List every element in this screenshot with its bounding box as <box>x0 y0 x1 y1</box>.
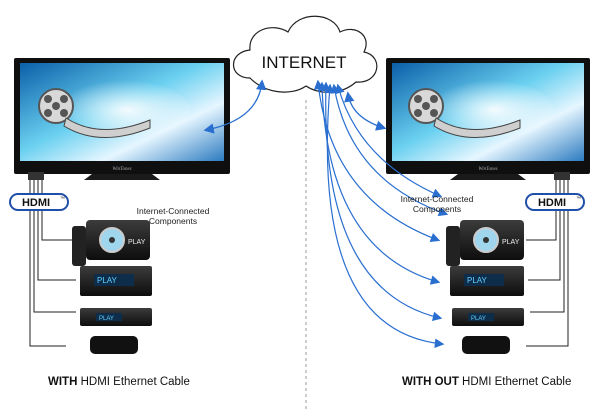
hdmi-logo-text: HDMI <box>538 197 566 209</box>
hdmi-logo-text: HDMI <box>22 197 50 209</box>
left-hdmi-logo: HDMI ™ <box>9 193 69 211</box>
receiver-device: PLAY <box>80 266 152 296</box>
media-center-device: PLAY <box>86 220 150 260</box>
svg-text:PLAY: PLAY <box>467 276 488 285</box>
internet-cloud: INTERNET <box>233 15 378 93</box>
component-arrow <box>324 83 445 349</box>
left-tv: WinTones <box>14 58 230 180</box>
left-tv-internet-arrow <box>203 79 267 134</box>
component-arrow <box>335 83 443 198</box>
right-caption: WITH OUT HDMI Ethernet Cable <box>402 376 571 388</box>
svg-text:™: ™ <box>60 196 65 202</box>
bluray-player-device: PLAY <box>80 308 152 326</box>
remote-control <box>72 226 86 266</box>
remote-control <box>446 226 460 266</box>
right-components: PLAY PLAY PLAY <box>446 220 524 354</box>
tv-brand: WinTones <box>478 167 497 172</box>
tv-brand: WinTones <box>112 167 131 172</box>
left-caption-text: HDMI Ethernet Cable <box>77 376 190 388</box>
right-components-label: Internet-Connected Components <box>400 194 474 214</box>
svg-text:™: ™ <box>576 196 581 202</box>
streaming-box-device <box>90 336 138 354</box>
media-center-device: PLAY <box>460 220 524 260</box>
receiver-device: PLAY <box>450 266 524 296</box>
bluray-player-device: PLAY <box>452 308 524 326</box>
svg-text:PLAY: PLAY <box>99 316 114 322</box>
film-reel-icon <box>38 88 151 138</box>
left-caption-bold: WITH <box>48 376 78 388</box>
right-caption-text: HDMI Ethernet Cable <box>458 376 572 388</box>
component-internet-arrows <box>313 79 449 349</box>
svg-text:PLAY: PLAY <box>502 239 520 246</box>
right-hdmi-logo: HDMI ™ <box>525 193 585 211</box>
svg-text:PLAY: PLAY <box>97 276 118 285</box>
svg-text:PLAY: PLAY <box>471 316 486 322</box>
left-caption: WITH HDMI Ethernet Cable <box>48 376 190 388</box>
left-components: PLAY PLAY PLAY <box>72 220 152 354</box>
right-caption-bold: WITH OUT <box>402 376 459 388</box>
cloud-label: INTERNET <box>262 53 347 72</box>
left-components-label: Internet-Connected Components <box>136 206 210 226</box>
streaming-box-device <box>462 336 510 354</box>
right-tv: WinTones <box>386 58 590 180</box>
svg-text:PLAY: PLAY <box>128 239 146 246</box>
